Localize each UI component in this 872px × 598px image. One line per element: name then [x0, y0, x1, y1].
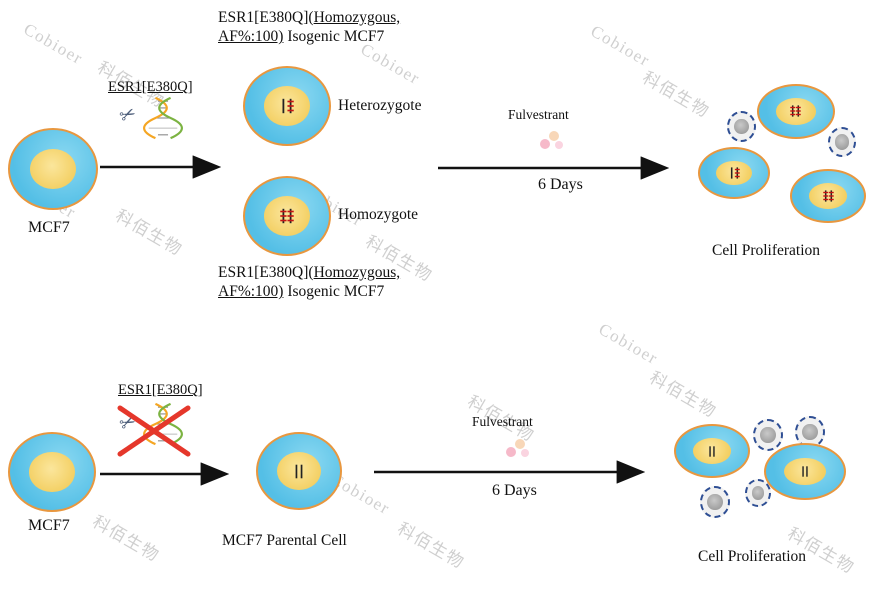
isogenic-text: ESR1[E380Q](: [218, 264, 314, 281]
watermark-text: 科佰生物: [112, 206, 186, 260]
fulvestrant-label-top: Fulvestrant: [508, 107, 569, 122]
homozygote-label: Homozygote: [338, 206, 419, 223]
days-label-bottom: 6 Days: [492, 482, 537, 499]
allele-marks-heterozygous: [282, 98, 294, 114]
isogenic-label-top: ESR1[E380Q](Homozygous, AF%:100) Isogeni…: [218, 8, 400, 47]
proliferation-label-top: Cell Proliferation: [712, 242, 821, 259]
fulvestrant-molecules-bottom: [506, 439, 529, 457]
isogenic-text-underlined: Homozygous,: [313, 264, 401, 281]
esr1-mutation-label-bottom: ESR1[E380Q]: [118, 382, 203, 398]
surviving-cell-wildtype-2: [764, 443, 846, 500]
cell-nucleus: [264, 196, 310, 236]
watermark-text: 科佰生物: [89, 512, 163, 566]
dead-cell: [727, 111, 756, 142]
days-label-top: 6 Days: [538, 176, 583, 193]
cell-nucleus: [276, 451, 322, 491]
watermark-text: Cobioer: [357, 39, 424, 89]
mcf7-label-top: MCF7: [28, 219, 70, 236]
isogenic-text-underlined: AF%:100): [218, 283, 284, 301]
isogenic-text-underlined: Homozygous,: [313, 9, 401, 26]
homozygote-cell: [243, 176, 331, 256]
scissors-icon: ✂: [116, 101, 140, 129]
isogenic-text-underlined: AF%:100): [218, 28, 284, 46]
proliferation-cell-heterozygous: [698, 147, 770, 199]
dead-cell: [745, 479, 771, 507]
fulvestrant-label-bottom: Fulvestrant: [472, 414, 533, 429]
cell-nucleus: [264, 86, 310, 126]
parental-cell: [256, 432, 342, 510]
esr1-mutation-label-top: ESR1[E380Q]: [108, 79, 193, 95]
heterozygote-label: Heterozygote: [338, 97, 422, 114]
watermark-text: Cobioer: [595, 319, 662, 369]
proliferation-cell-homozygous-2: [790, 169, 866, 223]
allele-marks-homozygous: [280, 208, 294, 224]
cell-nucleus: [29, 452, 75, 492]
heterozygote-cell: [243, 66, 331, 146]
cell-nucleus: [692, 438, 732, 464]
watermark-text: 科佰生物: [394, 519, 468, 573]
isogenic-text: ESR1[E380Q](: [218, 9, 314, 26]
watermark-text: 科佰生物: [639, 68, 713, 122]
mcf7-cell-bottom: [8, 432, 96, 512]
gene-editing-icon-top: ✂: [116, 92, 190, 152]
cell-nucleus: [715, 160, 753, 186]
parental-cell-label: MCF7 Parental Cell: [222, 532, 347, 549]
watermark-text: 科佰生物: [646, 368, 720, 422]
allele-marks-wildtype: [295, 464, 303, 478]
watermark-text: Cobioer: [20, 19, 87, 69]
allele-marks-homozygous: [790, 105, 802, 118]
fulvestrant-molecules-top: [540, 131, 563, 149]
isogenic-text: Isogenic MCF7: [283, 28, 385, 46]
isogenic-text: Isogenic MCF7: [283, 283, 385, 301]
dna-icon: [143, 96, 183, 140]
allele-marks-heterozygous: [730, 167, 740, 179]
watermark-text: Cobioer: [587, 21, 654, 71]
cell-nucleus: [29, 148, 77, 190]
allele-marks-wildtype: [802, 466, 808, 477]
surviving-cell-wildtype-1: [674, 424, 750, 478]
dead-cell: [700, 486, 730, 518]
red-x-icon: [117, 405, 191, 457]
allele-marks-homozygous: [822, 190, 834, 202]
mcf7-cell-top: [8, 128, 98, 210]
mcf7-label-bottom: MCF7: [28, 517, 70, 534]
dead-cell: [753, 419, 783, 451]
isogenic-label-bottom: ESR1[E380Q](Homozygous, AF%:100) Isogeni…: [218, 263, 400, 302]
gene-editing-blocked-icon: ✂: [116, 398, 192, 460]
allele-marks-wildtype: [709, 445, 715, 457]
proliferation-label-bottom: Cell Proliferation: [698, 548, 807, 565]
proliferation-cell-homozygous-1: [757, 84, 835, 139]
cell-nucleus: [776, 98, 816, 125]
cell-nucleus: [783, 457, 827, 486]
cell-nucleus: [808, 183, 848, 209]
dead-cell: [828, 127, 856, 157]
